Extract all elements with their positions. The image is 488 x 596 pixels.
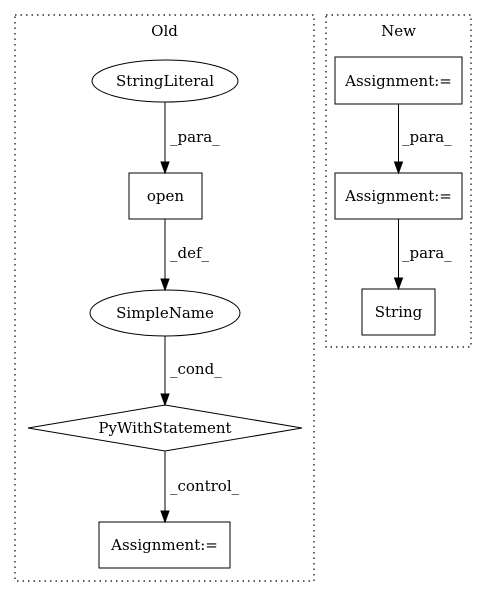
- edge-simple-name-to-with-arrowhead: [160, 393, 170, 407]
- edge-open-to-simple-name-arrowhead: [160, 278, 170, 292]
- node-old-assignment[interactable]: Assignment:=: [98, 521, 231, 569]
- edge-string-literal-to-open-arrowhead: [160, 161, 170, 175]
- edge-string-literal-to-open-label: _para_: [170, 128, 220, 146]
- node-simple-name-label: SimpleName: [116, 304, 214, 322]
- cluster-new: New: [325, 14, 472, 348]
- edge-with-to-assignment-arrowhead: [160, 510, 170, 524]
- node-open-label: open: [147, 187, 185, 205]
- node-py-with-statement[interactable]: PyWithStatement: [27, 404, 303, 452]
- cluster-new-label: New: [381, 22, 416, 40]
- node-old-assignment-label: Assignment:=: [110, 536, 218, 554]
- edge-with-to-assignment: _control_: [160, 451, 240, 524]
- edge-new-assignment-2-to-string-arrowhead: [393, 277, 404, 291]
- node-string-literal-label: StringLiteral: [116, 72, 214, 90]
- cluster-old-label: Old: [151, 22, 178, 40]
- node-string[interactable]: String: [361, 288, 436, 336]
- edge-with-to-assignment-label: _control_: [170, 477, 240, 495]
- node-open[interactable]: open: [128, 172, 203, 220]
- node-string-label: String: [375, 303, 423, 321]
- edge-new-assignment-2-to-string-label: _para_: [402, 244, 452, 262]
- node-simple-name[interactable]: SimpleName: [89, 289, 241, 337]
- node-new-assignment-2-label: Assignment:=: [344, 187, 452, 205]
- edge-open-to-simple-name: _def_: [160, 219, 210, 292]
- cluster-old-border: [14, 14, 315, 582]
- edge-new-assignment-1-to-2: _para_: [393, 104, 452, 175]
- edge-string-literal-to-open: _para_: [160, 102, 220, 175]
- edge-new-assignment-1-to-2-arrowhead: [393, 161, 404, 175]
- node-new-assignment-1[interactable]: Assignment:=: [334, 56, 463, 105]
- cluster-old: Old: [14, 14, 315, 582]
- edge-open-to-simple-name-label: _def_: [170, 244, 210, 262]
- node-string-literal[interactable]: StringLiteral: [91, 59, 239, 103]
- cluster-new-border: [325, 14, 472, 348]
- edge-new-assignment-2-to-string: _para_: [393, 219, 452, 291]
- node-new-assignment-1-label: Assignment:=: [344, 72, 452, 90]
- node-new-assignment-2[interactable]: Assignment:=: [334, 172, 463, 220]
- edge-simple-name-to-with-label: _cond_: [170, 360, 222, 378]
- edge-new-assignment-1-to-2-label: _para_: [402, 128, 452, 146]
- edge-simple-name-to-with: _cond_: [160, 336, 222, 407]
- node-py-with-statement-label: PyWithStatement: [98, 419, 231, 437]
